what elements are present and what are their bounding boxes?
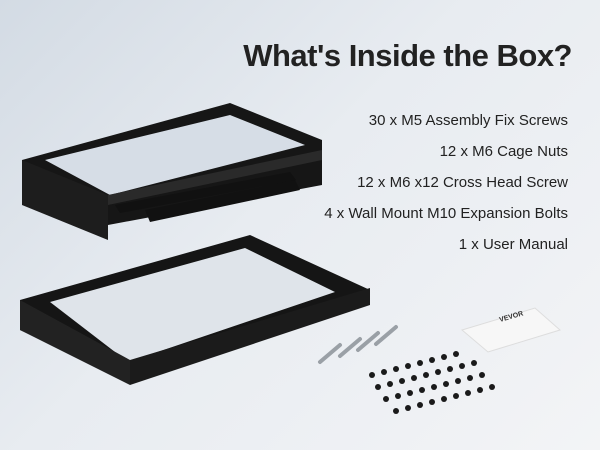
user-manual: VEVOR (460, 307, 562, 353)
list-item: 12 x M6 x12 Cross Head Screw (357, 174, 568, 191)
screws-and-nuts (369, 351, 495, 414)
page-title: What's Inside the Box? (243, 38, 572, 73)
list-item: 1 x User Manual (458, 236, 568, 253)
list-item: 12 x M6 Cage Nuts (439, 143, 568, 160)
expansion-bolts (318, 325, 398, 364)
contents-list: 30 x M5 Assembly Fix Screws 12 x M6 Cage… (324, 112, 568, 267)
list-item: 30 x M5 Assembly Fix Screws (368, 112, 568, 129)
list-item: 4 x Wall Mount M10 Expansion Bolts (324, 205, 568, 222)
top-frame-rails (22, 103, 322, 240)
rack-frame (20, 235, 370, 385)
